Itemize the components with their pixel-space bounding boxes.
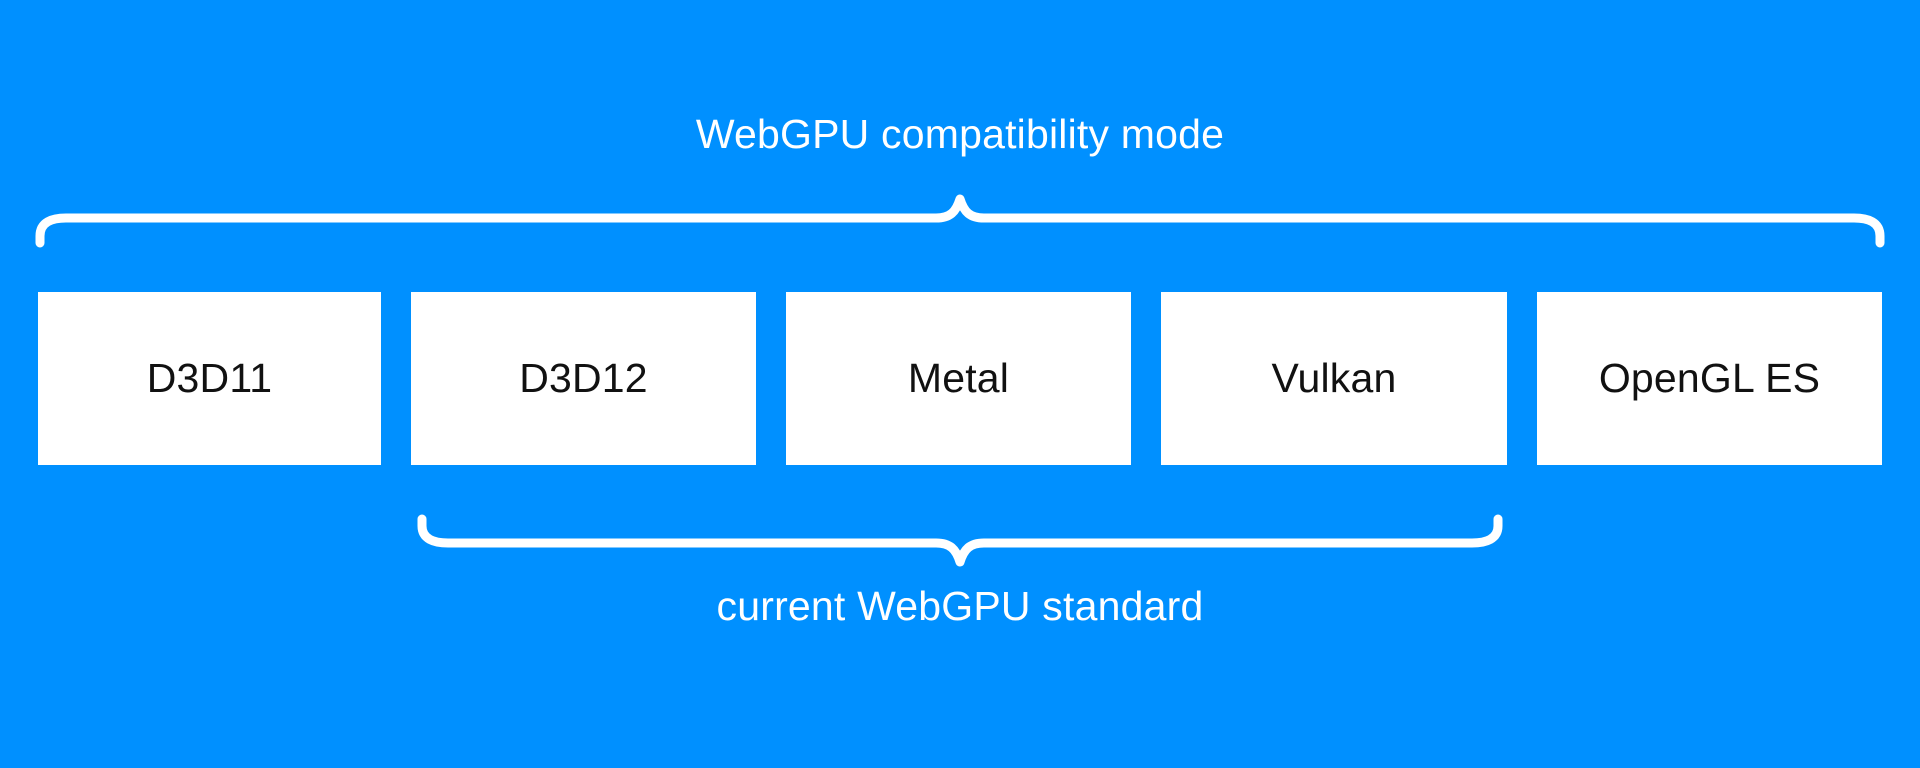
top-curly-brace-icon xyxy=(35,194,1885,248)
api-box-label: D3D11 xyxy=(146,355,273,401)
api-box-label: D3D12 xyxy=(519,355,648,401)
api-box-label: Metal xyxy=(907,355,1010,401)
api-boxes-row: D3D11 D3D12 Metal Vulkan OpenGL ES xyxy=(38,292,1882,465)
api-box-d3d11[interactable]: D3D11 xyxy=(38,292,381,465)
api-box-label: OpenGL ES xyxy=(1598,355,1821,401)
api-box-metal[interactable]: Metal xyxy=(786,292,1131,465)
api-box-vulkan[interactable]: Vulkan xyxy=(1161,292,1507,465)
api-box-opengl-es[interactable]: OpenGL ES xyxy=(1537,292,1882,465)
bottom-curly-brace-icon xyxy=(417,514,1503,567)
top-group-label: WebGPU compatibility mode xyxy=(695,111,1225,157)
api-box-d3d12[interactable]: D3D12 xyxy=(411,292,756,465)
bottom-group-label: current WebGPU standard xyxy=(716,583,1204,629)
api-box-label: Vulkan xyxy=(1271,355,1397,401)
